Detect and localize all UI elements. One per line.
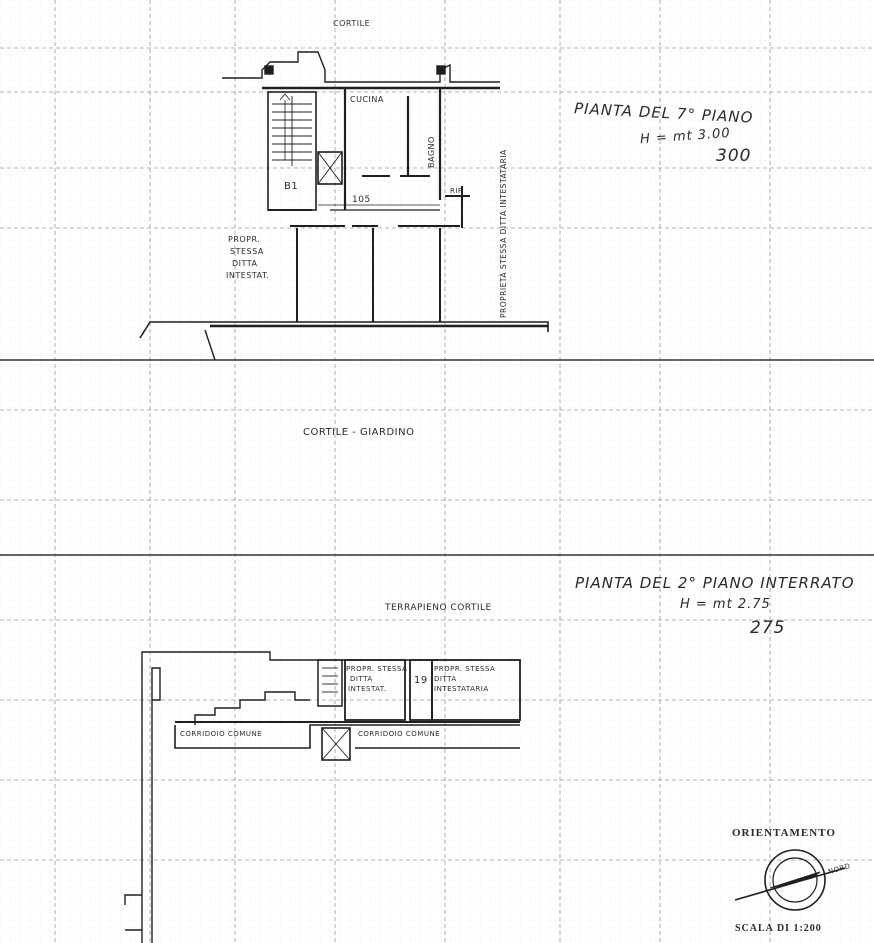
label-prop-a-3: INTESTAT. xyxy=(348,685,387,693)
plan2-height: H = mt 2.75 xyxy=(680,597,771,612)
plan2-title: PIANTA DEL 2° PIANO INTERRATO xyxy=(575,574,855,592)
label-unit-19: 19 xyxy=(414,675,428,686)
label-prop-a-2: DITTA xyxy=(350,675,373,683)
label-prop-b-2: DITTA xyxy=(434,675,457,683)
label-prop-left-1: PROPR. xyxy=(228,235,261,244)
label-prop-b-1: PROPR. STESSA xyxy=(434,665,496,673)
label-b1: B1 xyxy=(284,181,299,192)
label-orientamento: ORIENTAMENTO xyxy=(732,827,836,839)
label-prop-left-2: STESSA xyxy=(230,247,264,256)
label-corridoio-right: CORRIDOIO COMUNE xyxy=(358,730,441,738)
label-dim-105: 105 xyxy=(352,195,371,205)
label-prop-right-vertical: PROPRIETÀ STESSA DITTA INTESTATARIA xyxy=(499,149,508,318)
plan2-number: 275 xyxy=(750,618,786,638)
label-rip: RIP. xyxy=(450,187,465,195)
label-scala: SCALA DI 1:200 xyxy=(735,923,822,934)
label-terrapieno: TERRAPIENO CORTILE xyxy=(385,603,492,613)
label-bagno: BAGNO xyxy=(427,136,436,168)
label-prop-b-3: INTESTATARIA xyxy=(434,685,489,693)
compass-rose xyxy=(734,849,846,911)
plan-2nd-underground xyxy=(124,651,521,943)
plan1-number: 300 xyxy=(716,146,752,166)
label-prop-left-3: DITTA xyxy=(232,259,258,268)
label-prop-left-4: INTESTAT. xyxy=(226,271,270,280)
label-cortile: CORTILE xyxy=(333,19,371,28)
label-corridoio-left: CORRIDOIO COMUNE xyxy=(180,730,263,738)
label-cucina: CUCINA xyxy=(350,95,384,104)
plan-7th-floor xyxy=(139,51,549,361)
label-prop-a-1: PROPR. STESSA xyxy=(346,665,408,673)
label-cortile-giardino: CORTILE - GIARDINO xyxy=(303,427,415,438)
